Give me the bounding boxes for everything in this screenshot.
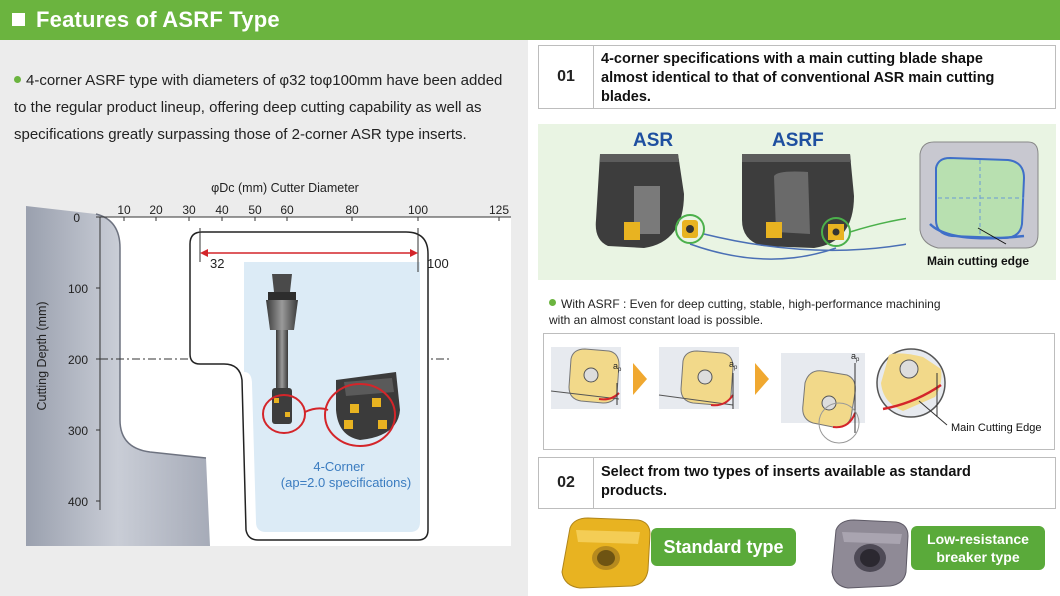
y-ticks	[96, 216, 100, 502]
asr-cutter-icon	[595, 154, 698, 248]
x-axis-title: φDc (mm) Cutter Diameter	[211, 181, 359, 195]
spec-number: 02	[539, 458, 594, 508]
cutting-steps-illustration: a p a p a p Main Cutting Edge	[550, 347, 1042, 444]
asr-connector	[689, 243, 837, 260]
spec-number: 01	[539, 46, 594, 108]
spec-text: 4-corner specifications with a main cutt…	[601, 50, 994, 107]
button-line-1: Low-resistance	[927, 531, 1029, 547]
low-resistance-insert-icon	[831, 519, 909, 589]
section-header: Features of ASRF Type	[0, 0, 1060, 40]
asr-edge-highlight	[675, 214, 705, 244]
ap-sub: p	[734, 365, 738, 371]
note-line-1: With ASRF : Even for deep cutting, stabl…	[561, 297, 941, 311]
step-4-zoom-diagram	[876, 348, 948, 426]
intro-line-3: specifications greatly surpassing those …	[14, 126, 467, 143]
spec-line: almost identical to that of conventional…	[601, 70, 995, 86]
ap-sub: p	[618, 367, 622, 373]
ap-label: a	[729, 359, 734, 369]
green-bullet-icon	[549, 299, 556, 306]
y-tick-label: 100	[68, 282, 88, 296]
main-cutting-edge-label: Main Cutting Edge	[951, 422, 1042, 434]
spec-text: Select from two types of inserts availab…	[601, 463, 971, 501]
spec-line: products.	[601, 483, 668, 499]
x-tick-label: 100	[408, 203, 428, 217]
y-tick-label: 400	[68, 495, 88, 509]
spec-line: Select from two types of inserts availab…	[601, 464, 971, 480]
cutting-capability-diagram: 10 20 30 40 50 60 80 100 125 φDc (mm) Cu…	[26, 181, 511, 546]
spec-line: 4-corner specifications with a main cutt…	[601, 51, 983, 67]
x-tick-label: 10	[117, 203, 131, 217]
note-line-2: with an almost constant load is possible…	[549, 313, 764, 327]
green-bullet-icon	[14, 76, 21, 83]
edge-pointer-line	[977, 227, 1007, 245]
y-tick-label: 200	[68, 353, 88, 367]
spec-line: blades.	[601, 89, 651, 105]
asrf-note: With ASRF : Even for deep cutting, stabl…	[549, 296, 1049, 328]
intro-line-1: 4-corner ASRF type with diameters of φ32…	[26, 72, 503, 89]
intro-line-2: to the regular product lineup, offering …	[14, 99, 482, 116]
spec-row-02: 02 Select from two types of inserts avai…	[538, 457, 1056, 509]
asrf-cutter-icon	[742, 154, 854, 248]
intro-text: 4-corner ASRF type with diameters of φ32…	[14, 67, 524, 148]
x-tick-label: 50	[248, 203, 262, 217]
step-arrow-icon	[755, 363, 769, 395]
step-1-diagram	[550, 347, 621, 409]
ap-label: a	[613, 361, 618, 371]
y-tick-label: 300	[68, 424, 88, 438]
workpiece-wall	[26, 206, 210, 546]
comparison-illustration	[595, 138, 1052, 260]
x-tick-label: 125	[489, 203, 509, 217]
spec-row-01: 01 4-corner specifications with a main c…	[538, 45, 1056, 109]
x-tick-label: 40	[215, 203, 229, 217]
x-tick-label: 80	[345, 203, 359, 217]
range-arrow-right-icon	[410, 249, 418, 257]
square-bullet-icon	[12, 13, 25, 26]
corner-caption-2: (ap=2.0 specifications)	[281, 475, 411, 490]
x-ticks	[123, 217, 500, 221]
asr-label: ASR	[633, 130, 674, 151]
x-tick-label: 60	[280, 203, 294, 217]
y-tick-label: 0	[73, 211, 80, 225]
step-arrow-icon	[633, 363, 647, 395]
standard-type-button[interactable]: Standard type	[651, 528, 796, 566]
main-cutting-edge-label: Main cutting edge	[927, 254, 1029, 268]
ap-sub: p	[856, 357, 860, 363]
x-tick-label: 20	[149, 203, 163, 217]
x-tick-label: 30	[182, 203, 196, 217]
tool-head-highlight	[262, 394, 306, 434]
low-resistance-type-button[interactable]: Low-resistance breaker type	[911, 526, 1045, 570]
range-start-label: 32	[210, 256, 224, 271]
button-line-2: breaker type	[936, 549, 1020, 565]
range-arrow-left-icon	[200, 249, 208, 257]
section-title: Features of ASRF Type	[36, 7, 280, 32]
closeup-highlight	[324, 383, 396, 447]
step-3-diagram	[781, 353, 865, 444]
corner-caption-1: 4-Corner	[313, 459, 365, 474]
asrf-label: ASRF	[772, 130, 824, 151]
y-axis-title: Cutting Depth (mm)	[35, 301, 49, 410]
ap-label: a	[851, 351, 856, 361]
range-end-label: 100	[427, 256, 449, 271]
step-2-diagram	[658, 347, 739, 409]
standard-insert-icon	[561, 517, 651, 589]
insert-overlay-icon	[906, 138, 1052, 254]
